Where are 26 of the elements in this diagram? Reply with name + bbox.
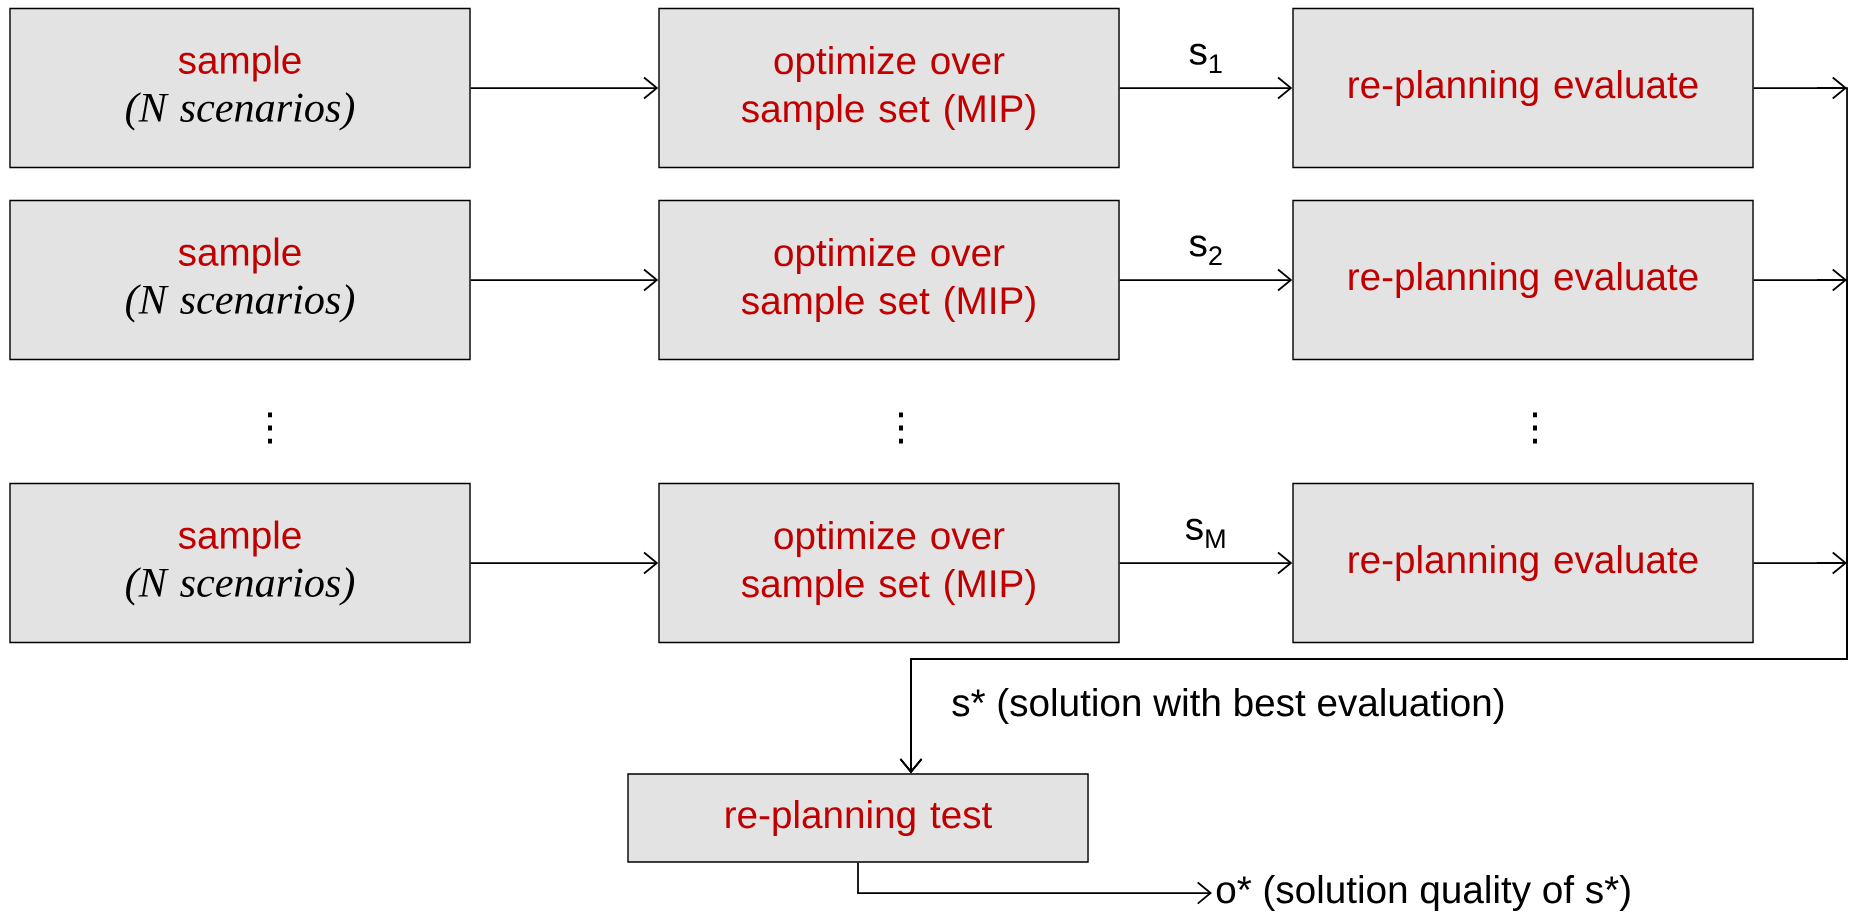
ellipsis: ⋮ [268,412,272,444]
edge-label: s$_{1}$ [1186,41,1226,76]
process-box: optimize over sample set (MIP) [658,482,1120,644]
process-box: re-planning evaluate [1292,199,1754,361]
ellipsis: ⋮ [1533,412,1537,444]
process-box: re-planning evaluate [1292,7,1754,169]
arrow [1118,551,1293,575]
arrow [469,76,659,100]
output-text: o* (solution quality of s*) [1216,875,1630,912]
arrow [1118,268,1293,292]
arrow [899,551,1848,774]
arrow [469,268,659,292]
process-box: re-planning evaluate [1292,482,1754,644]
arrow [469,551,659,575]
ellipsis: ⋮ [899,412,903,444]
arrow [1118,76,1293,100]
edge-label: s$_{M}$ [1182,516,1230,551]
process-box: sample (N scenarios) [9,199,471,361]
process-box: sample (N scenarios) [9,482,471,644]
process-box: sample (N scenarios) [9,7,471,169]
process-box: optimize over sample set (MIP) [658,199,1120,361]
process-box: re-planning test [627,773,1089,863]
edge-label: s* (solution with best evaluation) [948,685,1509,727]
arrow [857,861,1212,905]
process-box: optimize over sample set (MIP) [658,7,1120,169]
edge-label: s$_{2}$ [1186,233,1226,268]
